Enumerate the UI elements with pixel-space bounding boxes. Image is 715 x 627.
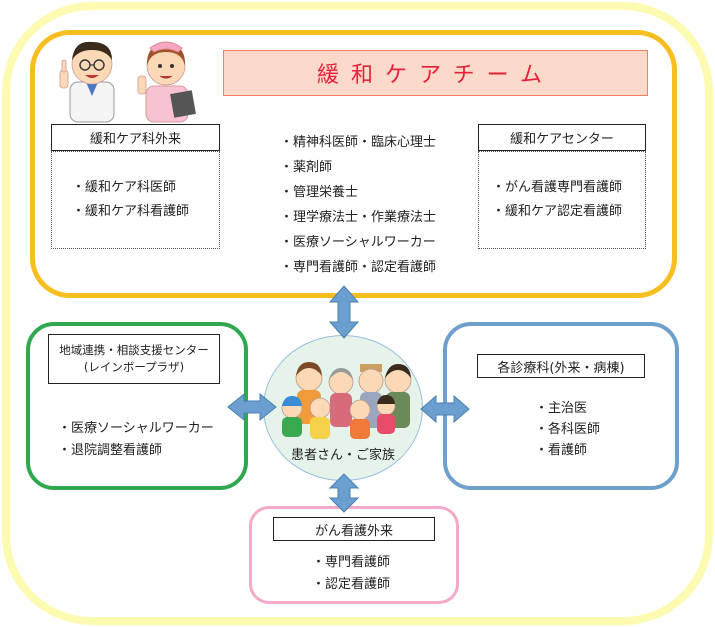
list-item: ・理学療法士・作業療法士 bbox=[280, 210, 437, 225]
patient-label: 患者さん・ご家族 bbox=[290, 448, 395, 463]
list-item: ・緩和ケア認定看護師 bbox=[492, 204, 623, 219]
list-item: ・各科医師 bbox=[535, 422, 601, 437]
list-item: ・精神科医師・臨床心理士 bbox=[280, 135, 437, 150]
list-item: ・主治医 bbox=[535, 401, 588, 416]
regional-heading-line1: 地域連携・相談支援センター bbox=[59, 343, 209, 357]
cancer-nursing-heading: がん看護外来 bbox=[273, 517, 435, 541]
cancer-nursing-list: ・専門看護師 ・認定看護師 bbox=[312, 552, 390, 596]
list-item: ・医療ソーシャルワーカー bbox=[58, 421, 214, 436]
team-title: 緩和ケアチーム bbox=[223, 50, 648, 96]
palliative-outpatient-heading: 緩和ケア科外来 bbox=[51, 124, 220, 151]
arrow-patient-cancer-nursing bbox=[328, 473, 360, 513]
palliative-center-heading: 緩和ケアセンター bbox=[478, 124, 646, 151]
list-item: ・緩和ケア科医師 bbox=[72, 180, 177, 195]
list-item: ・がん看護専門看護師 bbox=[492, 180, 623, 195]
doctor-icon bbox=[59, 41, 115, 123]
family-icon bbox=[281, 362, 412, 439]
list-item: ・看護師 bbox=[535, 443, 588, 458]
list-item: ・薬剤師 bbox=[280, 160, 333, 175]
list-item: ・医療ソーシャルワーカー bbox=[280, 235, 436, 250]
arrow-patient-departments bbox=[420, 394, 470, 424]
arrow-regional-patient bbox=[227, 392, 277, 422]
palliative-center-list: ・がん看護専門看護師 ・緩和ケア認定看護師 bbox=[492, 176, 622, 224]
regional-support-heading: 地域連携・相談支援センター (レインボープラザ) bbox=[48, 334, 220, 384]
list-item: ・退院調整看護師 bbox=[58, 443, 163, 458]
list-item: ・管理栄養士 bbox=[280, 185, 359, 200]
departments-box bbox=[443, 322, 679, 490]
list-item: ・緩和ケア科看護師 bbox=[72, 204, 190, 219]
nurse-icon bbox=[137, 41, 196, 123]
list-item: ・認定看護師 bbox=[312, 577, 391, 592]
list-item: ・専門看護師 bbox=[312, 555, 391, 570]
regional-heading-line2: (レインボープラザ) bbox=[83, 360, 185, 374]
departments-list: ・主治医 ・各科医師 ・看護師 bbox=[535, 398, 600, 461]
palliative-outpatient-list: ・緩和ケア科医師 ・緩和ケア科看護師 bbox=[72, 176, 189, 224]
arrow-team-patient bbox=[328, 285, 360, 339]
departments-heading: 各診療科(外来・病棟) bbox=[477, 354, 645, 378]
list-item: ・専門看護師・認定看護師 bbox=[280, 260, 437, 275]
palliative-center-box bbox=[478, 151, 646, 249]
palliative-outpatient-box bbox=[51, 151, 220, 249]
regional-support-list: ・医療ソーシャルワーカー ・退院調整看護師 bbox=[58, 418, 214, 462]
team-member-list: ・精神科医師・臨床心理士 ・薬剤師 ・管理栄養士 ・理学療法士・作業療法士 ・医… bbox=[280, 130, 436, 280]
